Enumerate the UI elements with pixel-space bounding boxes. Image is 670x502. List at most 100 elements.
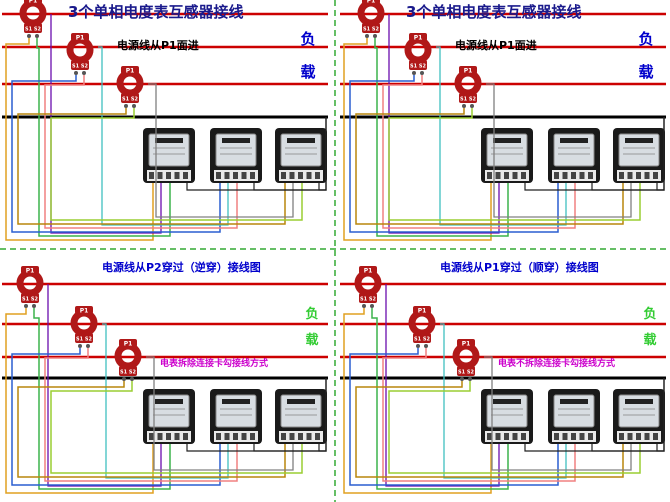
voltage-tap-wire xyxy=(98,46,229,226)
ct-p1-label: P1 xyxy=(80,308,89,315)
load-char-1: 负 xyxy=(300,30,315,48)
current-transformer: P1 S1 S2 xyxy=(70,306,98,348)
current-transformer: P1 S1 S2 xyxy=(16,266,44,308)
meter-terminal xyxy=(281,172,286,179)
ct-p1-label: P1 xyxy=(462,341,471,348)
meter-counter xyxy=(625,399,653,404)
meter-terminal xyxy=(504,433,509,440)
ct-terminal-s1 xyxy=(27,34,31,38)
panel-caption: 电源线从P1面进 xyxy=(455,38,537,52)
secondary-wire-s2 xyxy=(50,108,303,221)
ct-p1-plate xyxy=(457,339,475,347)
meter-terminal xyxy=(149,433,154,440)
meter-terminal xyxy=(157,433,163,440)
secondary-wire-s2 xyxy=(44,75,238,229)
energy-meter xyxy=(481,389,533,444)
load-char-1: 负 xyxy=(638,30,653,48)
meter-terminal xyxy=(636,172,641,179)
meter-neutral-wire xyxy=(656,117,665,191)
ct-terminal-s2 xyxy=(420,71,424,75)
meter-neutral-wire xyxy=(656,378,665,452)
meter-terminal xyxy=(166,433,171,440)
meter-neutral-wire xyxy=(318,378,327,452)
voltage-tap-wire xyxy=(436,46,567,226)
meter-terminal xyxy=(250,433,255,440)
energy-meter xyxy=(210,389,262,444)
ct-s-label: S1 S2 xyxy=(460,97,476,103)
meter-counter xyxy=(493,138,521,143)
energy-meter xyxy=(143,128,195,183)
meter-terminal xyxy=(315,433,320,440)
ct-terminal-s1 xyxy=(24,304,28,308)
ct-p1-label: P1 xyxy=(76,35,85,42)
energy-meter xyxy=(210,128,262,183)
ct-terminal-s2 xyxy=(424,344,428,348)
load-char-1: 负 xyxy=(643,306,656,322)
ct-p1-label: P1 xyxy=(26,268,35,275)
meter-terminal xyxy=(315,172,320,179)
ct-terminal-block xyxy=(75,333,93,343)
meter-terminal xyxy=(224,172,230,179)
ct-terminal-block xyxy=(119,366,137,376)
load-char-2: 载 xyxy=(638,63,653,81)
energy-meter xyxy=(275,389,327,444)
meter-counter xyxy=(222,399,250,404)
ct-terminal-block xyxy=(71,60,89,70)
meter-terminal xyxy=(562,433,568,440)
secondary-wire-s1 xyxy=(17,381,286,478)
secondary-wire-s2 xyxy=(382,348,576,482)
meter-terminal xyxy=(562,172,568,179)
meter-terminal xyxy=(554,172,559,179)
ct-ring xyxy=(66,36,94,64)
voltage-tap-wire xyxy=(484,356,632,471)
ct-terminal-s1 xyxy=(460,377,464,381)
ct-s-label: S1 S2 xyxy=(76,337,92,343)
secondary-wire-s2 xyxy=(374,38,509,237)
meter-terminal xyxy=(653,433,658,440)
meter-terminal xyxy=(512,172,518,179)
ct-terminal-s2 xyxy=(132,104,136,108)
load-char-1: 负 xyxy=(305,306,318,322)
ct-p1-label: P1 xyxy=(418,308,427,315)
meter-terminal xyxy=(224,433,230,440)
ct-terminal-s1 xyxy=(462,104,466,108)
ct-s-label: S1 S2 xyxy=(72,64,88,70)
meter-counter xyxy=(493,399,521,404)
meter-counter xyxy=(625,138,653,143)
meter-terminal xyxy=(495,172,501,179)
meter-terminal xyxy=(487,433,492,440)
ct-terminal-s1 xyxy=(365,34,369,38)
ct-s-label: S1 S2 xyxy=(360,297,376,303)
voltage-tap-wire xyxy=(102,323,229,479)
meter-terminal xyxy=(627,172,633,179)
ct-terminal-s1 xyxy=(122,377,126,381)
meter-terminal xyxy=(521,172,526,179)
meter-terminal xyxy=(183,433,188,440)
ct-terminal-s1 xyxy=(74,71,78,75)
panel-caption: 电源线从P2穿过（逆穿）接线图 xyxy=(102,260,261,274)
ct-terminal-block xyxy=(459,93,477,103)
meter-terminal xyxy=(653,172,658,179)
ct-s-label: S1 S2 xyxy=(120,370,136,376)
ct-p1-plate xyxy=(71,33,89,41)
voltage-tap-wire xyxy=(47,284,162,487)
ct-s-label: S1 S2 xyxy=(22,297,38,303)
secondary-wire-s1 xyxy=(343,38,492,241)
meter-terminal xyxy=(619,433,624,440)
voltage-tap-wire xyxy=(440,323,567,479)
panel-caption: 电源线从P1面进 xyxy=(117,38,199,52)
meter-terminal xyxy=(298,433,303,440)
meter-terminal xyxy=(233,172,238,179)
ct-terminal-s2 xyxy=(370,304,374,308)
meter-terminal xyxy=(627,433,633,440)
meter-terminal xyxy=(174,433,180,440)
panel-title: 3个单相电度表互感器接线 xyxy=(68,3,243,21)
ct-terminal-block xyxy=(121,93,139,103)
ct-terminal-s2 xyxy=(470,104,474,108)
voltage-tap-wire xyxy=(148,83,294,218)
meter-terminal xyxy=(157,172,163,179)
